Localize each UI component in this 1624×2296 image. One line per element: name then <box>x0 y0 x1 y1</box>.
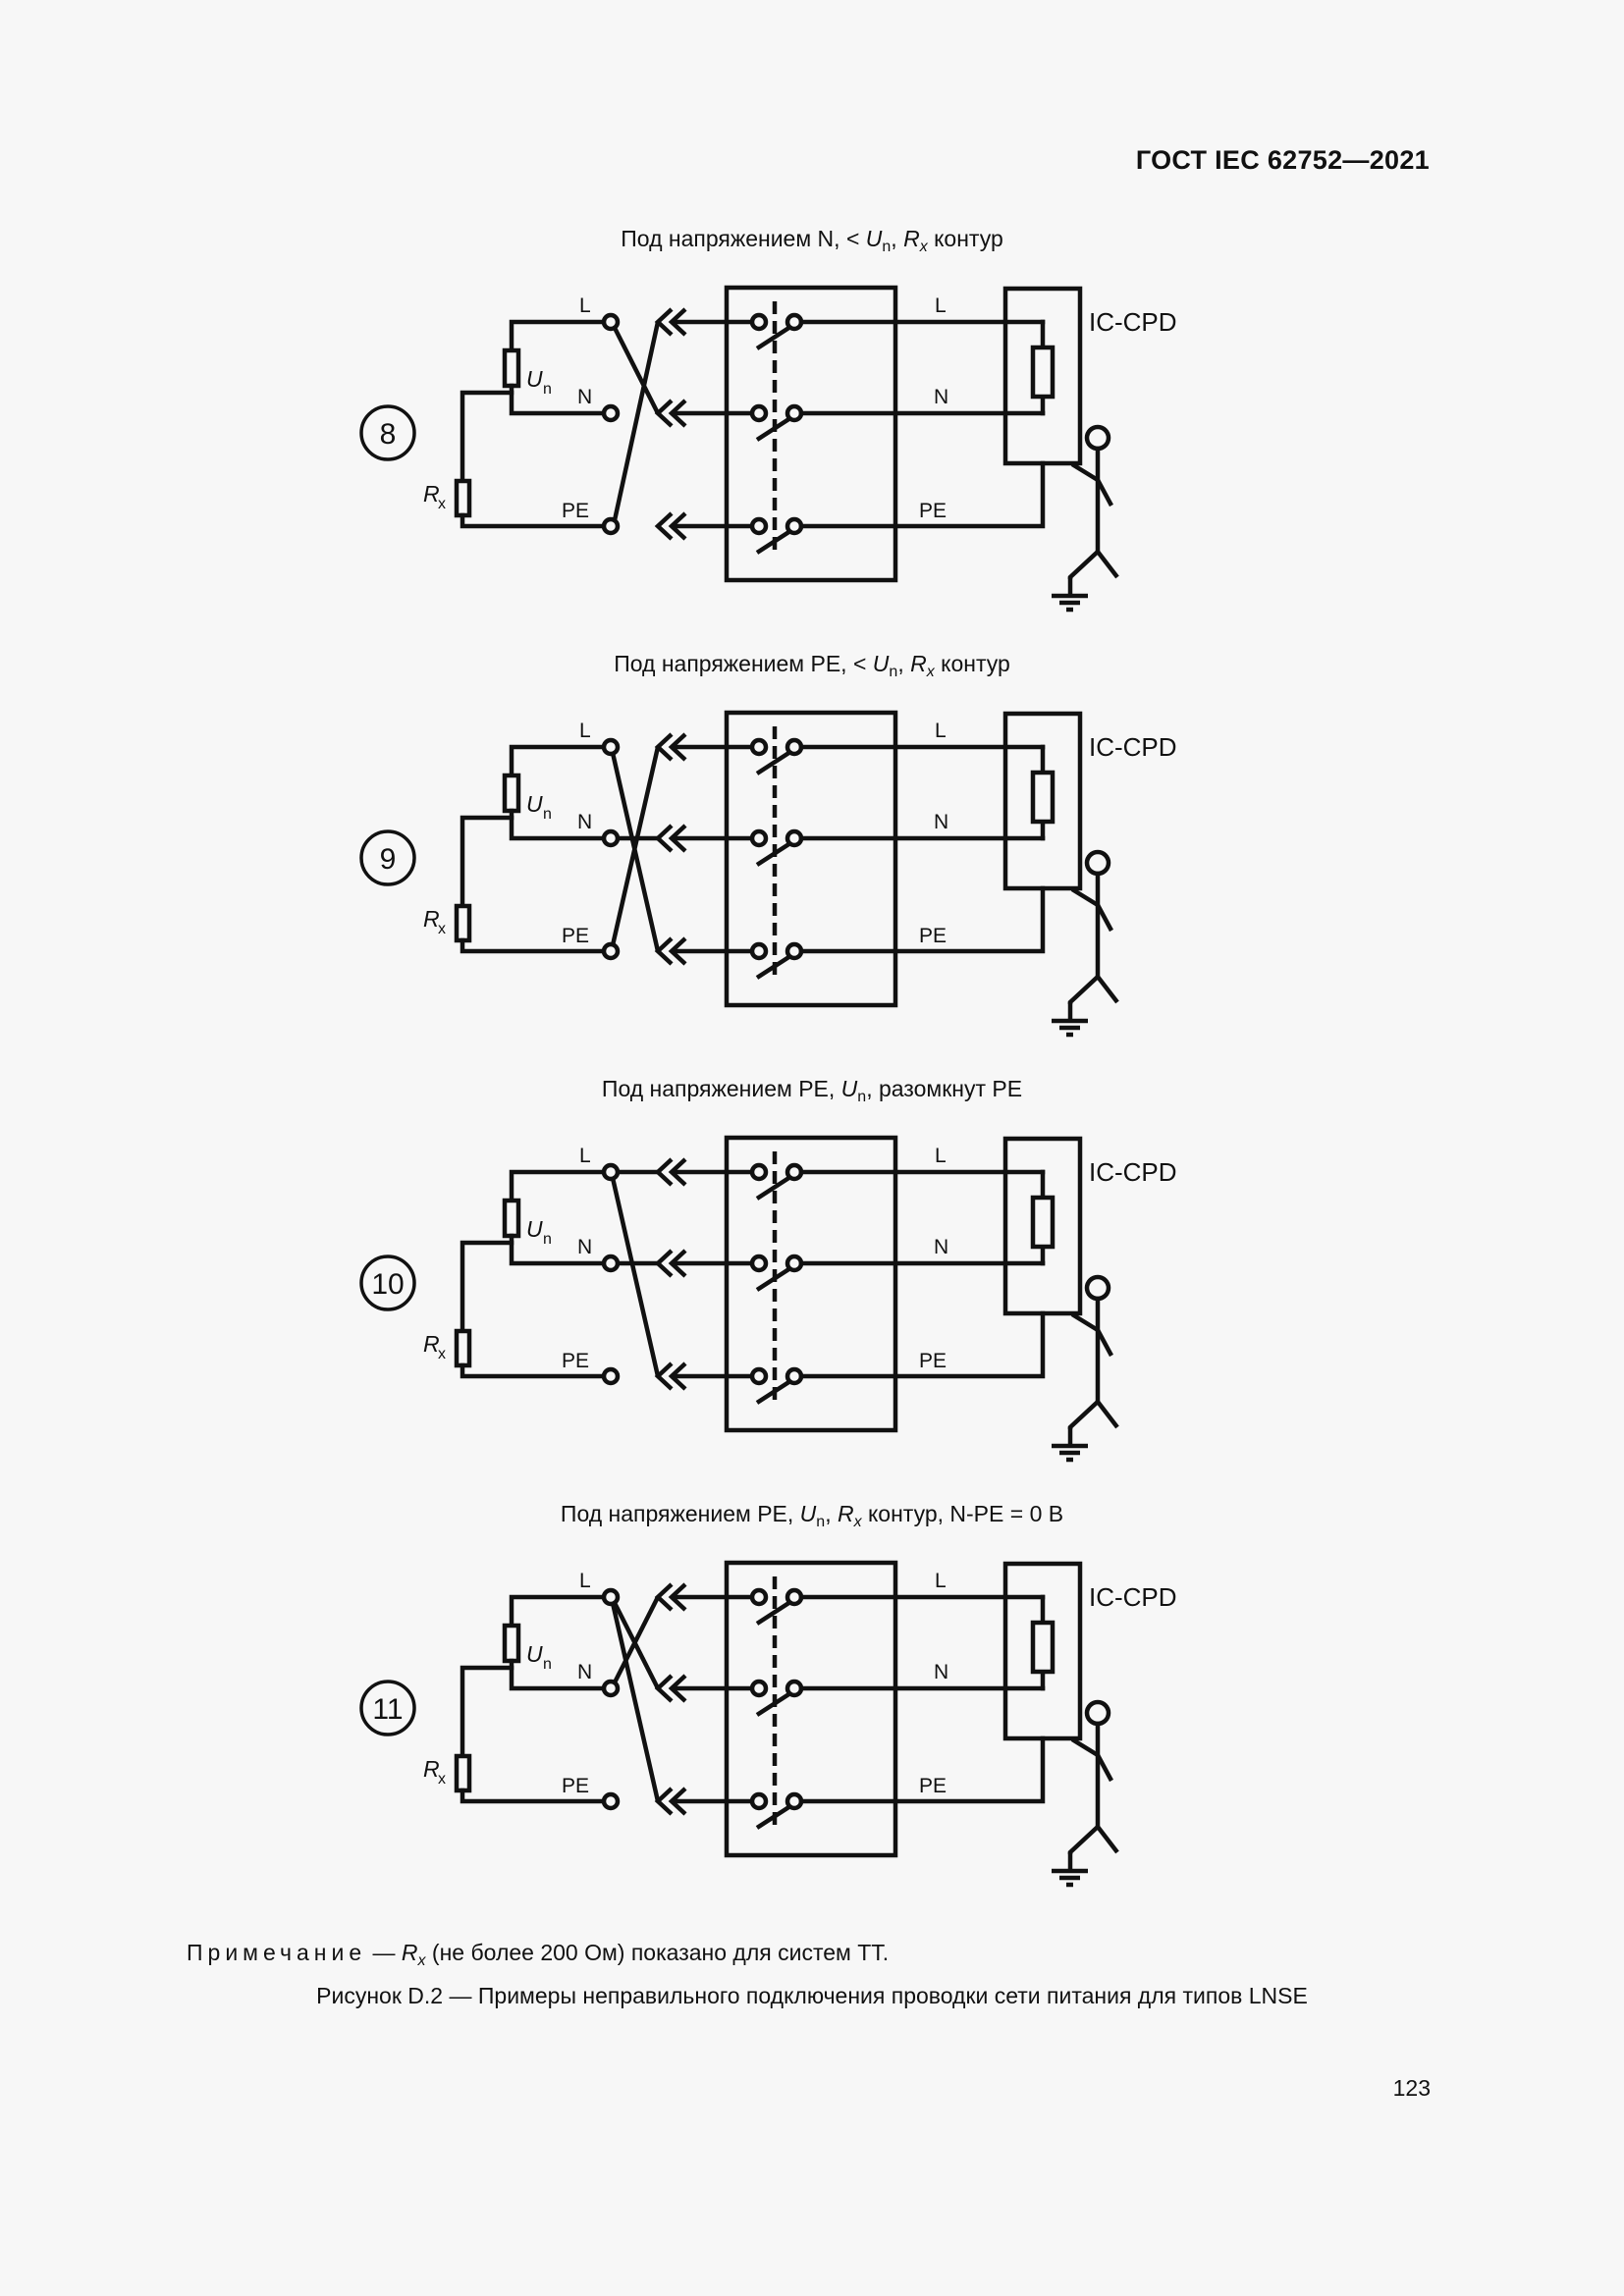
diagram-8-crossed-wires <box>612 321 661 521</box>
svg-text:x: x <box>438 1346 446 1362</box>
svg-text:N: N <box>577 1661 592 1683</box>
svg-text:PE: PE <box>919 1775 947 1797</box>
diagram-9-labels: L N PE L N PE IC-CPD U n R x <box>423 720 1177 947</box>
svg-text:PE: PE <box>562 925 589 947</box>
svg-text:R: R <box>423 906 440 932</box>
document-standard-header: ГОСТ IEC 62752—2021 <box>1135 145 1430 175</box>
svg-text:R: R <box>423 1331 440 1357</box>
svg-text:N: N <box>934 1661 948 1683</box>
svg-text:N: N <box>934 1236 948 1258</box>
svg-text:PE: PE <box>919 1350 947 1372</box>
diagram-11-schematic <box>361 1563 1117 1885</box>
diagram-8-number: 8 <box>380 418 397 451</box>
diagram-9-number: 9 <box>380 843 397 876</box>
svg-text:PE: PE <box>562 1775 589 1797</box>
svg-text:U: U <box>526 1216 543 1242</box>
diagram-11-caption: Под напряжением PE, Un, Rx контур, N-PE … <box>560 1501 1064 1530</box>
svg-text:L: L <box>935 720 947 742</box>
svg-text:R: R <box>423 1756 440 1782</box>
svg-text:U: U <box>526 366 543 392</box>
svg-text:R: R <box>423 481 440 507</box>
diagram-9-schematic <box>361 713 1117 1035</box>
svg-text:U: U <box>526 1641 543 1667</box>
diagram-9-crossed-wires <box>610 746 661 952</box>
svg-text:x: x <box>438 921 446 937</box>
figure-note: Примечание — Rx (не более 200 Ом) показа… <box>187 1940 890 1969</box>
diagram-8: 8 <box>361 288 1117 610</box>
svg-text:L: L <box>935 1570 947 1592</box>
ic-cpd-label: IC-CPD <box>1089 1157 1177 1187</box>
diagram-10-schematic <box>361 1138 1117 1460</box>
svg-text:L: L <box>579 720 591 742</box>
ic-cpd-label: IC-CPD <box>1089 307 1177 337</box>
svg-text:n: n <box>543 1231 552 1248</box>
diagram-9-caption: Под напряжением PE, < Un, Rx контур <box>614 651 1010 680</box>
svg-text:N: N <box>934 386 948 408</box>
figure-caption: Рисунок D.2 — Примеры неправильного подк… <box>316 1983 1308 2008</box>
page-number: 123 <box>1392 2075 1431 2101</box>
svg-text:n: n <box>543 381 552 398</box>
svg-text:N: N <box>934 811 948 833</box>
svg-text:L: L <box>935 294 947 317</box>
svg-text:n: n <box>543 806 552 823</box>
svg-text:x: x <box>438 1771 446 1788</box>
svg-text:L: L <box>579 294 591 317</box>
note-prefix: Примечание <box>187 1940 367 1965</box>
diagram-10-caption: Под напряжением PE, Un, разомкнут PE <box>601 1076 1023 1105</box>
diagram-9: 9 <box>361 713 1117 1035</box>
svg-text:N: N <box>577 386 592 408</box>
svg-text:L: L <box>579 1145 591 1167</box>
diagram-11: 11 <box>361 1563 1117 1885</box>
diagram-11-number: 11 <box>372 1693 403 1726</box>
svg-text:n: n <box>543 1656 552 1673</box>
svg-text:PE: PE <box>562 1350 589 1372</box>
diagram-11-labels: L N PE L N PE IC-CPD U n R x <box>423 1570 1177 1797</box>
svg-text:N: N <box>577 1236 592 1258</box>
svg-text:PE: PE <box>562 500 589 522</box>
diagram-10-number: 10 <box>371 1268 404 1301</box>
diagram-11-crossed-wires <box>610 1595 661 1802</box>
ic-cpd-label: IC-CPD <box>1089 1582 1177 1612</box>
svg-text:PE: PE <box>919 925 947 947</box>
ic-cpd-label: IC-CPD <box>1089 732 1177 762</box>
diagram-10-crossed-wires <box>610 1169 661 1377</box>
svg-text:PE: PE <box>919 500 947 522</box>
svg-text:L: L <box>935 1145 947 1167</box>
diagram-8-schematic <box>361 288 1117 610</box>
svg-text:x: x <box>438 496 446 512</box>
diagram-10: 10 <box>361 1138 1117 1460</box>
diagram-10-labels: L N PE L N PE IC-CPD U n R x <box>423 1145 1177 1372</box>
svg-text:L: L <box>579 1570 591 1592</box>
svg-text:U: U <box>526 791 543 817</box>
diagram-8-caption: Под напряжением N, < Un, Rx контур <box>621 226 1003 255</box>
diagram-8-labels: L N PE L N PE IC-CPD U n R x <box>423 294 1177 522</box>
svg-text:N: N <box>577 811 592 833</box>
